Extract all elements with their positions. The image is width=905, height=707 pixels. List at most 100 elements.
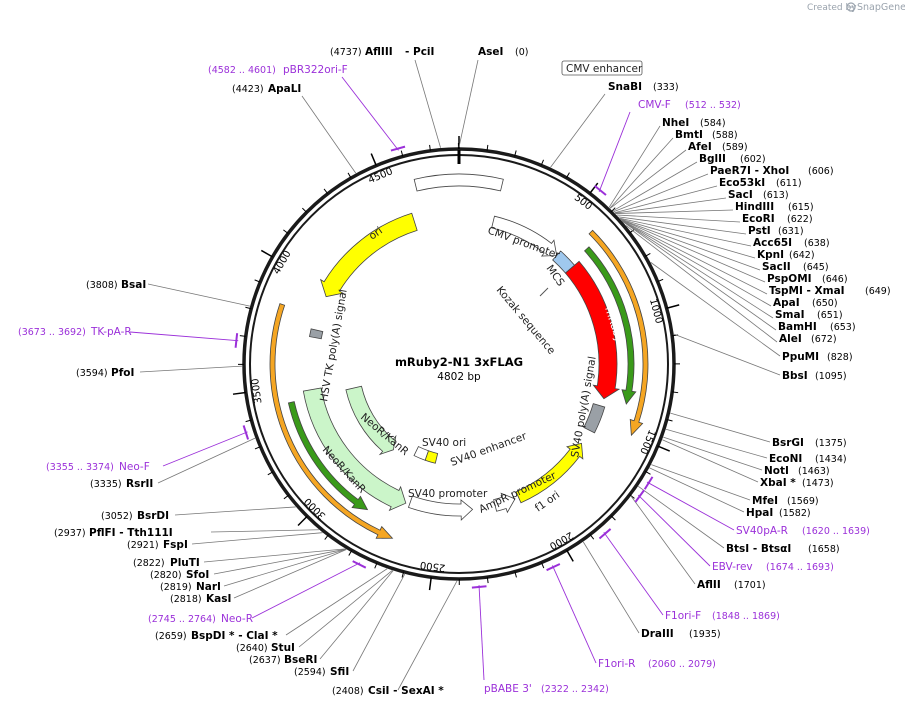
- svg-text:PflFI - Tth111I: PflFI - Tth111I: [89, 527, 173, 539]
- snapgene-logo-icon: [846, 2, 856, 12]
- primer-leader: [552, 565, 597, 664]
- svg-text:CMV-F: CMV-F: [638, 99, 671, 111]
- cmv-enhancer-arc[interactable]: [413, 173, 504, 192]
- site-label[interactable]: NheI(584): [662, 117, 726, 129]
- tick: [566, 172, 570, 179]
- feature-label-sv40-enhancer: SV40 enhancer: [449, 430, 529, 469]
- neokanr-inner-arrow[interactable]: [345, 385, 397, 456]
- svg-text:(1375): (1375): [815, 438, 847, 449]
- site-leader: [625, 225, 778, 343]
- svg-text:BsaI: BsaI: [121, 279, 146, 291]
- site-label[interactable]: ApaI(650): [773, 297, 838, 309]
- site-leader: [622, 220, 774, 319]
- site-leader: [147, 283, 250, 307]
- orange-track-left[interactable]: [269, 303, 394, 539]
- svg-text:(602): (602): [740, 154, 766, 165]
- primer-label[interactable]: SV40pA-R(1620 .. 1639): [736, 525, 870, 537]
- site-label[interactable]: BamHI(653): [778, 321, 856, 333]
- site-label[interactable]: PpuMI(828): [782, 351, 853, 363]
- site-label[interactable]: BsrGI(1375): [772, 437, 847, 449]
- orange-track-right[interactable]: [588, 229, 649, 437]
- site-label[interactable]: (2640)StuI: [236, 642, 295, 654]
- site-label[interactable]: Acc65I(638): [753, 237, 830, 249]
- site-label[interactable]: (2594)SfiI: [294, 666, 349, 678]
- hsv-tk-box[interactable]: [309, 328, 324, 340]
- site-label[interactable]: (2819)NarI: [160, 581, 221, 593]
- site-leader: [298, 570, 393, 648]
- primer-label[interactable]: F1ori-F(1848 .. 1869): [665, 610, 780, 622]
- site-label[interactable]: SacII(645): [762, 261, 829, 273]
- site-label[interactable]: BtsI - BtsαI(1658): [726, 543, 840, 555]
- svg-text:(4582 .. 4601): (4582 .. 4601): [208, 65, 276, 76]
- neokanr-green-arrow[interactable]: [287, 401, 369, 511]
- primer-label[interactable]: CMV-F(512 .. 532): [638, 99, 741, 111]
- ampr-promoter-arrow[interactable]: [493, 492, 516, 514]
- primer-label[interactable]: (3355 .. 3374)Neo-F: [46, 461, 150, 473]
- primer-label[interactable]: (4582 .. 4601)pBR322ori-F: [208, 64, 348, 76]
- site-label[interactable]: Eco53kI(611): [719, 177, 802, 189]
- primer-label[interactable]: (2745 .. 2764)Neo-R: [148, 613, 253, 625]
- site-label[interactable]: (2820)SfoI: [150, 569, 209, 581]
- site-label[interactable]: SmaI(651): [775, 309, 843, 321]
- sv40-polya-box[interactable]: [583, 403, 606, 434]
- site-label[interactable]: BmtI(588): [675, 129, 738, 141]
- site-label[interactable]: XbaI *(1473): [760, 477, 834, 489]
- sv40-promoter-arrow[interactable]: [407, 495, 474, 521]
- site-label[interactable]: (3052)BsrDI: [101, 510, 169, 522]
- tick: [644, 252, 651, 257]
- tick: [645, 470, 651, 475]
- site-label[interactable]: (3335)RsrII: [90, 478, 153, 490]
- svg-text:(3808): (3808): [86, 280, 118, 291]
- site-label[interactable]: NotI(1463): [764, 465, 830, 477]
- site-label[interactable]: TspMI - XmaI(649): [769, 285, 891, 297]
- site-label[interactable]: KpnI(642): [757, 249, 815, 261]
- site-label[interactable]: BglII(602): [699, 153, 766, 165]
- site-label[interactable]: DraIII(1935): [641, 628, 721, 640]
- site-label[interactable]: (2637)BseRI: [249, 654, 317, 666]
- primer-label[interactable]: (3673 .. 3692)TK-pA-R: [18, 326, 132, 338]
- site-label[interactable]: SnaBI(333): [608, 81, 679, 93]
- site-label[interactable]: HindIII(615): [735, 201, 814, 213]
- site-leader: [223, 548, 347, 587]
- site-label[interactable]: (2659)BspDI * - ClaI *: [155, 630, 278, 642]
- site-label[interactable]: PspOMI(646): [767, 273, 848, 285]
- site-label[interactable]: PaeR7I - XhoI(606): [710, 165, 834, 177]
- primer-label[interactable]: F1ori-R(2060 .. 2079): [598, 658, 716, 670]
- tick: [324, 534, 329, 540]
- site-label[interactable]: (2937)PflFI - Tth111I: [54, 527, 173, 539]
- neokanr-outer-arrow[interactable]: [302, 387, 407, 512]
- site-label[interactable]: AflII(1701): [697, 579, 766, 591]
- site-label[interactable]: AleI(672): [779, 333, 837, 345]
- site-label[interactable]: (2822)PluTI: [133, 557, 200, 569]
- site-label[interactable]: HpaI(1582): [746, 507, 811, 519]
- site-label[interactable]: AfeI(589): [688, 141, 748, 153]
- site-label[interactable]: BbsI(1095): [782, 370, 847, 382]
- site-label[interactable]: MfeI(1569): [752, 495, 819, 507]
- site-label[interactable]: (4423) ApaLI: [232, 83, 301, 95]
- site-label[interactable]: (2818)KasI: [170, 593, 231, 605]
- site-label[interactable]: (3808)BsaI: [86, 279, 146, 291]
- tick: [486, 577, 489, 584]
- svg-text:(2818): (2818): [170, 594, 202, 605]
- site-leader: [612, 161, 698, 212]
- site-label[interactable]: EcoRI(622): [742, 213, 813, 225]
- site-label[interactable]: EcoNI(1434): [769, 453, 847, 465]
- site-leader: [458, 59, 479, 148]
- site-label[interactable]: (3594)PfoI: [76, 367, 134, 379]
- sv40-enhancer-box[interactable]: [413, 446, 429, 461]
- svg-text:NheI: NheI: [662, 117, 689, 129]
- svg-text:TspMI - XmaI: TspMI - XmaI: [769, 285, 845, 297]
- ori-arrow[interactable]: [319, 212, 418, 298]
- f1-ori-arrow[interactable]: [515, 442, 584, 504]
- mruby2-green-arrow[interactable]: [583, 246, 637, 405]
- site-label[interactable]: (2921)FspI: [127, 539, 188, 551]
- site-label[interactable]: (4737) AflIII - PciI: [330, 46, 434, 58]
- primer-label[interactable]: pBABE 3'(2322 .. 2342): [484, 683, 609, 695]
- site-label[interactable]: AseI (0): [478, 46, 528, 58]
- site-label[interactable]: (2408)CsiI - SexAI *: [332, 685, 444, 697]
- mruby2-arrow[interactable]: [564, 260, 621, 400]
- svg-text:(2659): (2659): [155, 631, 187, 642]
- primer-label[interactable]: EBV-rev(1674 .. 1693): [712, 561, 834, 573]
- site-label[interactable]: PstI(631): [748, 225, 804, 237]
- site-label[interactable]: SacI(613): [728, 189, 789, 201]
